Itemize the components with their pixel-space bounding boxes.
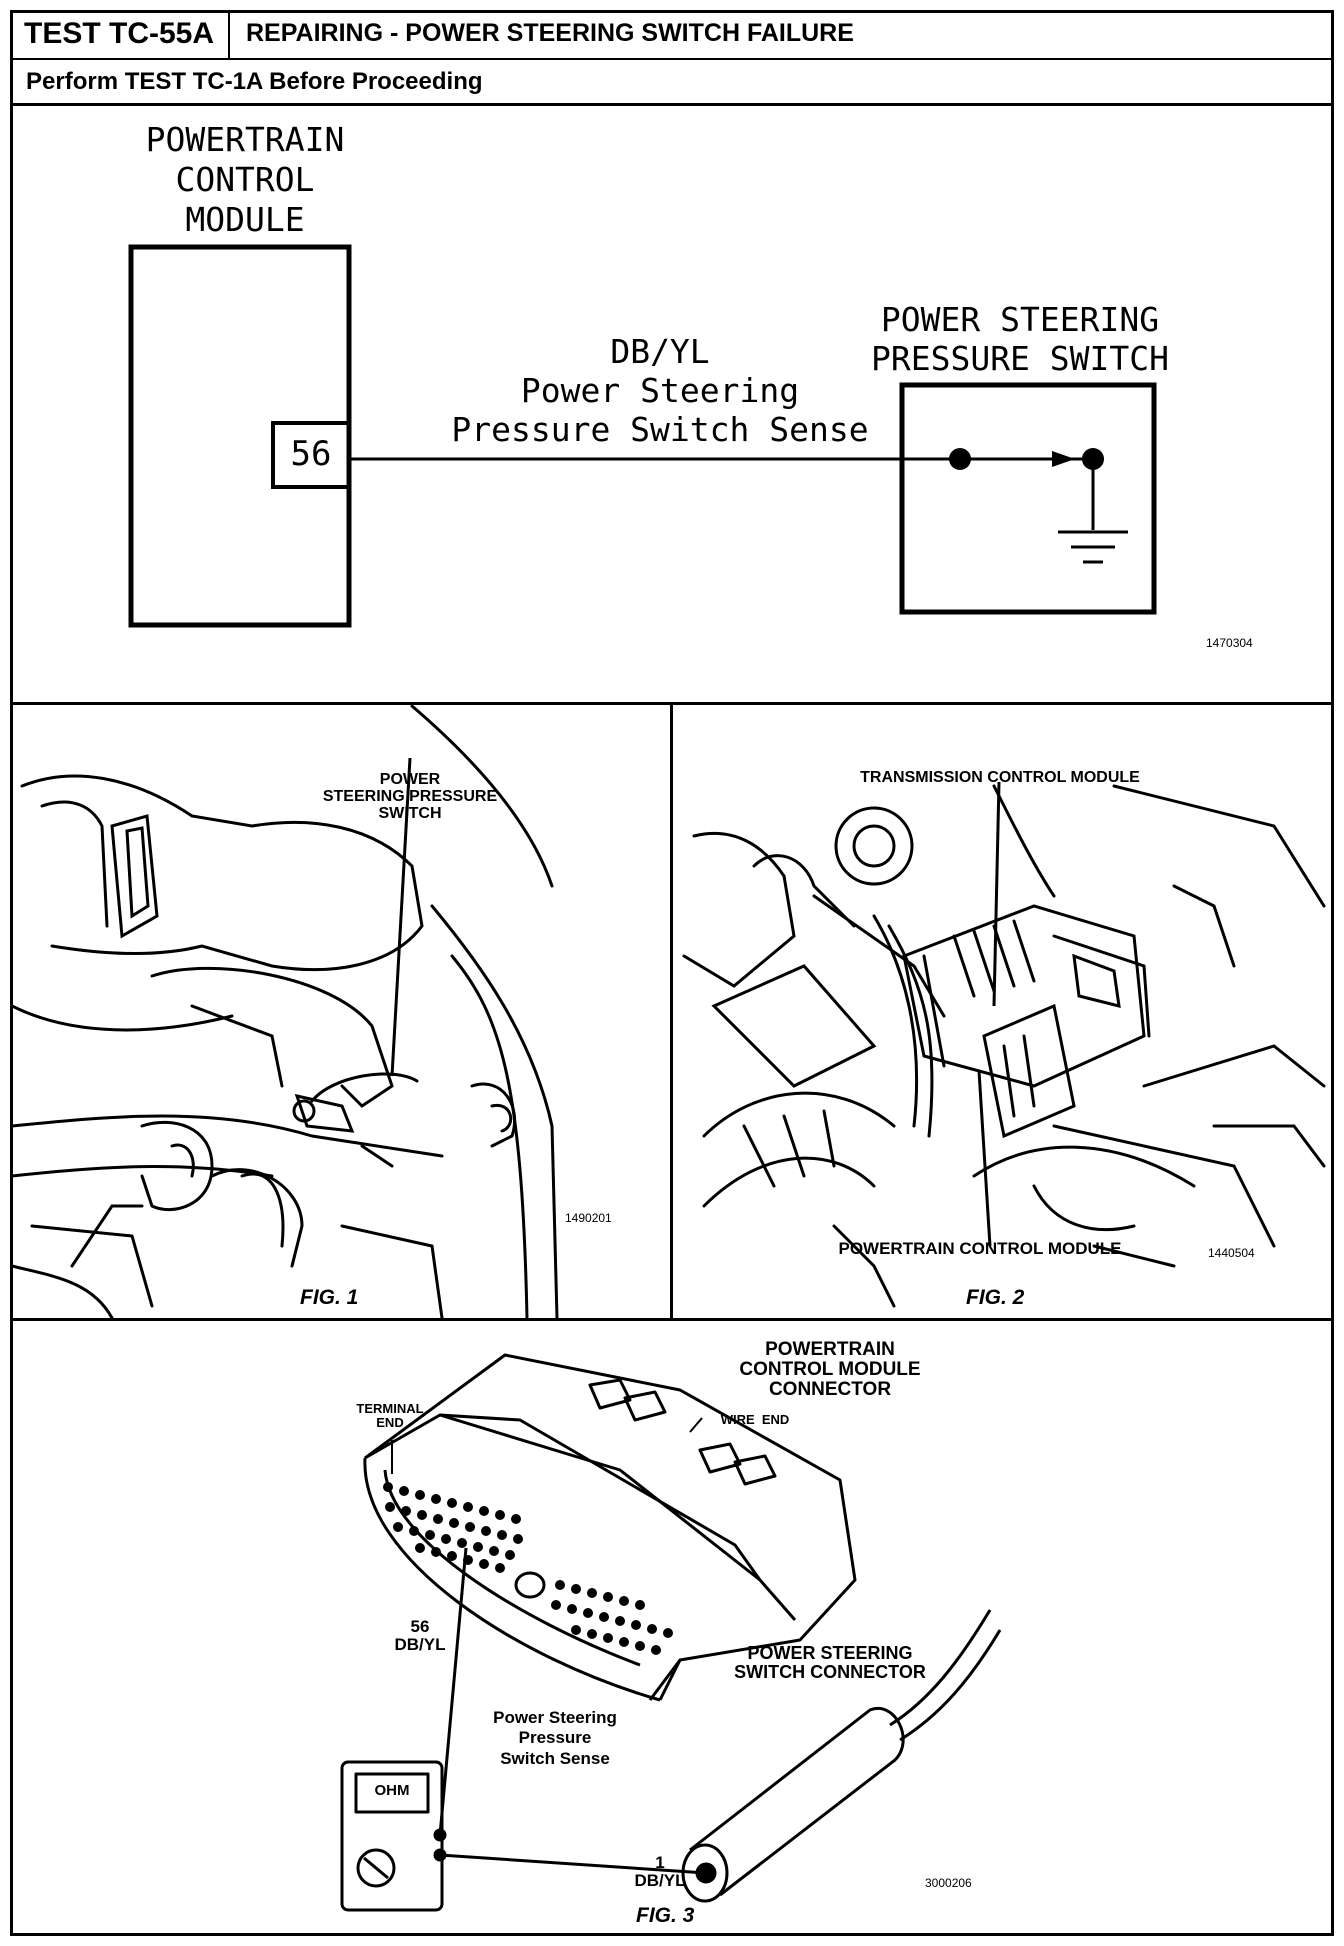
fig3-circuit-label: Power Steering Pressure Switch Sense	[455, 1708, 655, 1769]
pin-number: 56	[290, 434, 332, 474]
fig2-leader-tcm	[992, 781, 1001, 1007]
wire-color: DB/YL	[610, 332, 710, 371]
fig3-wire-end: WIRE END	[720, 1412, 790, 1427]
fig3-switch-connector: POWER STEERING SWITCH CONNECTOR	[700, 1644, 960, 1682]
switch-box	[899, 382, 1157, 615]
fig3-circuit-line1: Power Steering	[493, 1708, 617, 1727]
schematic-code: 1470304	[1206, 636, 1253, 650]
fig3-code: 3000206	[925, 1876, 972, 1890]
fig3-connector-line2: CONTROL MODULE	[739, 1358, 921, 1380]
switch-arrow	[1052, 451, 1075, 467]
switch-label-line2: PRESSURE SWITCH	[870, 339, 1169, 378]
fig3-caption: FIG. 3	[636, 1904, 695, 1927]
fig1-callout: POWER STEERING PRESSURE SWITCH	[290, 771, 530, 822]
fig3-switch-connector-line1: POWER STEERING	[747, 1643, 913, 1663]
header-subtitle: Perform TEST TC-1A Before Proceeding	[10, 60, 1334, 106]
fig2-illustration	[682, 781, 1326, 1308]
divider-schematic	[10, 702, 1334, 705]
fig3-pin1-color: DB/YL	[634, 1870, 686, 1890]
fig3-connector-line3: CONNECTOR	[768, 1378, 892, 1400]
pin-box	[271, 421, 351, 489]
fig3-lead-pin1	[439, 1853, 707, 1875]
fig1-illustration	[10, 704, 559, 1320]
fig1-leader	[390, 757, 412, 1077]
fig2-callout-tcm: TRANSMISSION CONTROL MODULE	[860, 769, 1140, 786]
switch-label: POWER STEERING PRESSURE SWITCH	[830, 300, 1210, 378]
fig1-callout-line3: SWITCH	[378, 804, 442, 822]
fig2-caption: FIG. 2	[966, 1286, 1025, 1309]
fig3-pin56-number: 56	[410, 1617, 430, 1636]
fig3-circuit-line2: Pressure	[518, 1728, 592, 1748]
circuit-name-line1: Power Steering	[520, 371, 800, 410]
circuit-name-line2: Pressure Switch Sense	[451, 410, 869, 449]
header-bar: TEST TC-55A REPAIRING - POWER STEERING S…	[10, 10, 1334, 60]
switch-label-line1: POWER STEERING	[880, 300, 1160, 339]
fig3-connector-label: POWERTRAIN CONTROL MODULE CONNECTOR	[700, 1340, 960, 1400]
pcm-label: POWERTRAIN CONTROL MODULE	[110, 120, 380, 240]
pcm-label-line3: MODULE	[185, 200, 305, 239]
fig2-code: 1440504	[1208, 1246, 1255, 1260]
divider-fig1-fig2	[670, 704, 673, 1319]
fig3-connector-line1: POWERTRAIN	[765, 1339, 895, 1360]
fig3-wire-leader	[689, 1417, 703, 1433]
fig3-pin56-label: 56 DB/YL	[380, 1618, 460, 1654]
fig3-terminal-end: TERMINAL END	[340, 1402, 440, 1429]
fig1-callout-line2: STEERING PRESSURE	[322, 787, 498, 805]
wire-label: DB/YL Power Steering Pressure Switch Sen…	[420, 332, 900, 449]
fig3-meter-display: OHM	[374, 1782, 410, 1799]
fig3-terminal-line1: TERMINAL	[356, 1401, 424, 1416]
fig3-terminal-line2: END	[376, 1414, 404, 1430]
fig3-switch-connector-line2: SWITCH CONNECTOR	[734, 1661, 926, 1682]
fig1-code: 1490201	[565, 1211, 612, 1225]
fig3-lead-pin56	[438, 1547, 468, 1836]
schematic-drawing	[128, 244, 1157, 628]
fig3-pin1-label: 1 DB/YL	[620, 1854, 700, 1890]
pcm-label-line1: POWERTRAIN	[145, 120, 345, 159]
fig1-callout-line1: POWER	[379, 771, 441, 788]
page-title: REPAIRING - POWER STEERING SWITCH FAILUR…	[246, 19, 854, 47]
fig3-pin56-color: DB/YL	[394, 1634, 446, 1654]
test-id: TEST TC-55A	[10, 10, 230, 58]
fig2-callout-pcm: POWERTRAIN CONTROL MODULE	[838, 1239, 1122, 1258]
fig3-pin1-number: 1	[655, 1853, 665, 1872]
page-frame	[10, 10, 1334, 1936]
pcm-label-line2: CONTROL	[175, 160, 315, 199]
fig3-circuit-line3: Switch Sense	[500, 1748, 610, 1768]
divider-figures	[10, 1318, 1334, 1321]
fig1-caption: FIG. 1	[300, 1286, 359, 1309]
fig2-leader-pcm	[977, 1070, 992, 1247]
